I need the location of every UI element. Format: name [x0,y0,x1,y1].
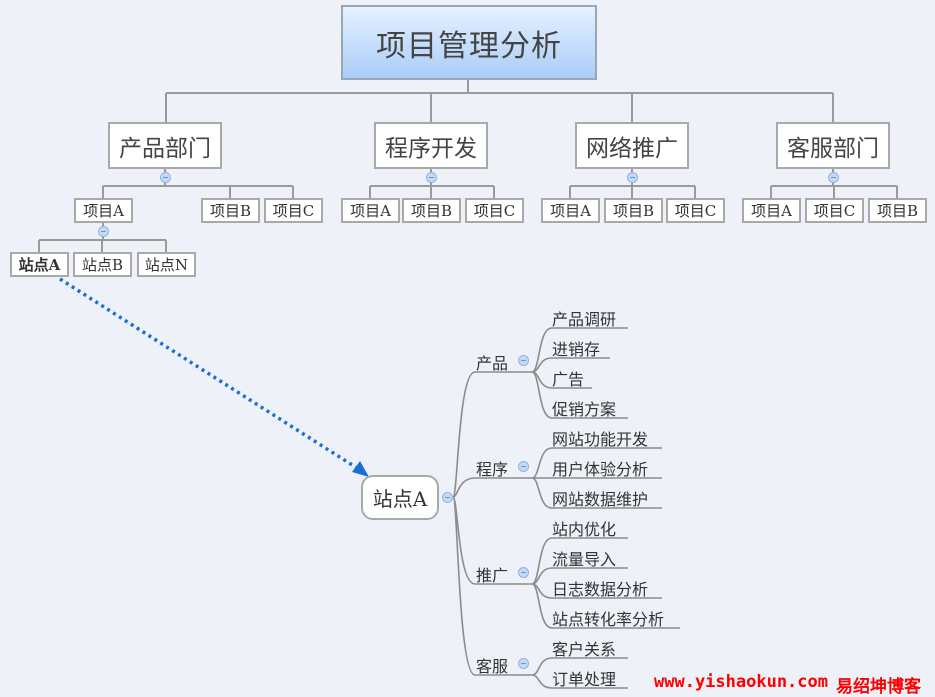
project-node[interactable]: 项目B [604,198,663,223]
arrow-head-icon [352,461,369,477]
dept-node[interactable]: 程序开发 [374,122,488,169]
category-label[interactable]: 客服 [476,657,509,676]
project-node[interactable]: 项目A [74,198,133,223]
site-node-selected[interactable]: 站点A [10,252,69,277]
leaf-item[interactable]: 站点转化率分析 [552,610,665,629]
category-label[interactable]: 推广 [476,566,509,585]
project-node[interactable]: 项目A [742,198,801,223]
site-node[interactable]: 站点B [73,252,132,277]
collapse-icon[interactable] [627,172,638,183]
project-node[interactable]: 项目A [341,198,400,223]
leaf-item[interactable]: 产品调研 [552,310,617,329]
collapse-icon[interactable] [442,492,453,503]
collapse-icon[interactable] [518,355,529,366]
project-node[interactable]: 项目C [465,198,524,223]
leaf-item[interactable]: 广告 [552,370,585,389]
collapse-icon[interactable] [426,172,437,183]
project-node[interactable]: 项目C [264,198,323,223]
leaf-item[interactable]: 日志数据分析 [552,580,649,599]
project-node[interactable]: 项目B [868,198,927,223]
dept-node[interactable]: 产品部门 [108,122,222,169]
watermark-url: www.yishaokun.com [654,672,828,692]
leaf-item[interactable]: 促销方案 [552,400,617,419]
project-node[interactable]: 项目B [402,198,461,223]
link-arrow [59,277,361,472]
root-node[interactable]: 项目管理分析 [341,5,597,80]
leaf-item[interactable]: 客户关系 [552,640,617,659]
dept-node[interactable]: 网络推广 [575,122,689,169]
collapse-icon[interactable] [160,172,171,183]
watermark-name: 易绍坤博客 [836,677,921,697]
project-node[interactable]: 项目C [666,198,725,223]
leaf-item[interactable]: 用户体验分析 [552,460,649,479]
dept-node[interactable]: 客服部门 [776,122,890,169]
leaf-item[interactable]: 网站数据维护 [552,490,649,509]
collapse-icon[interactable] [518,461,529,472]
collapse-icon[interactable] [98,226,109,237]
collapse-icon[interactable] [518,658,529,669]
collapse-icon[interactable] [518,567,529,578]
collapse-icon[interactable] [828,172,839,183]
project-node[interactable]: 项目C [805,198,864,223]
hub-node[interactable]: 站点A [361,475,439,520]
leaf-item[interactable]: 订单处理 [552,670,617,689]
site-node[interactable]: 站点N [137,252,196,277]
category-label[interactable]: 程序 [476,460,509,479]
leaf-item[interactable]: 站内优化 [552,520,617,539]
root-label: 项目管理分析 [376,28,562,64]
project-node[interactable]: 项目B [201,198,260,223]
project-node[interactable]: 项目A [541,198,600,223]
leaf-item[interactable]: 流量导入 [552,550,617,569]
category-label[interactable]: 产品 [476,354,509,373]
leaf-item[interactable]: 进销存 [552,340,601,359]
leaf-item[interactable]: 网站功能开发 [552,430,649,449]
